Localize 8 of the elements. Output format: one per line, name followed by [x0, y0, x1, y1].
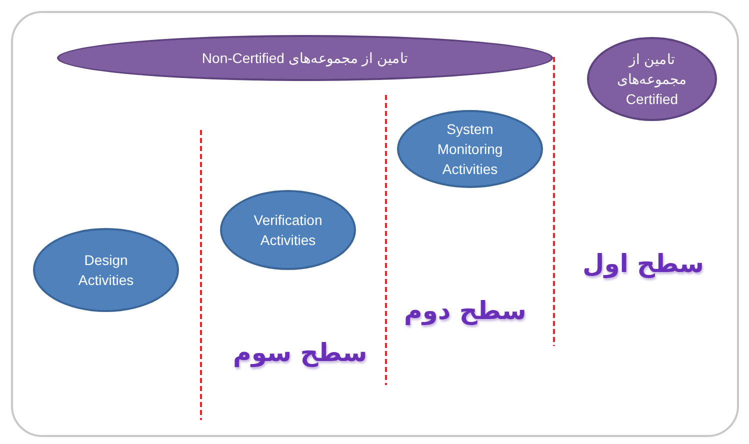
- level-label: سطح سوم: [233, 338, 368, 366]
- level-label: سطح اول: [582, 248, 704, 278]
- node-label: Verification Activities: [252, 210, 324, 250]
- level-label: سطح دوم: [404, 296, 526, 324]
- node-label: تامین از مجموعه‌های Certified: [616, 50, 688, 110]
- node-label: Design Activities: [77, 250, 135, 290]
- node-label: تامین از مجموعه‌های Non-Certified: [202, 48, 408, 68]
- node-label: System Monitoring Activities: [436, 120, 504, 180]
